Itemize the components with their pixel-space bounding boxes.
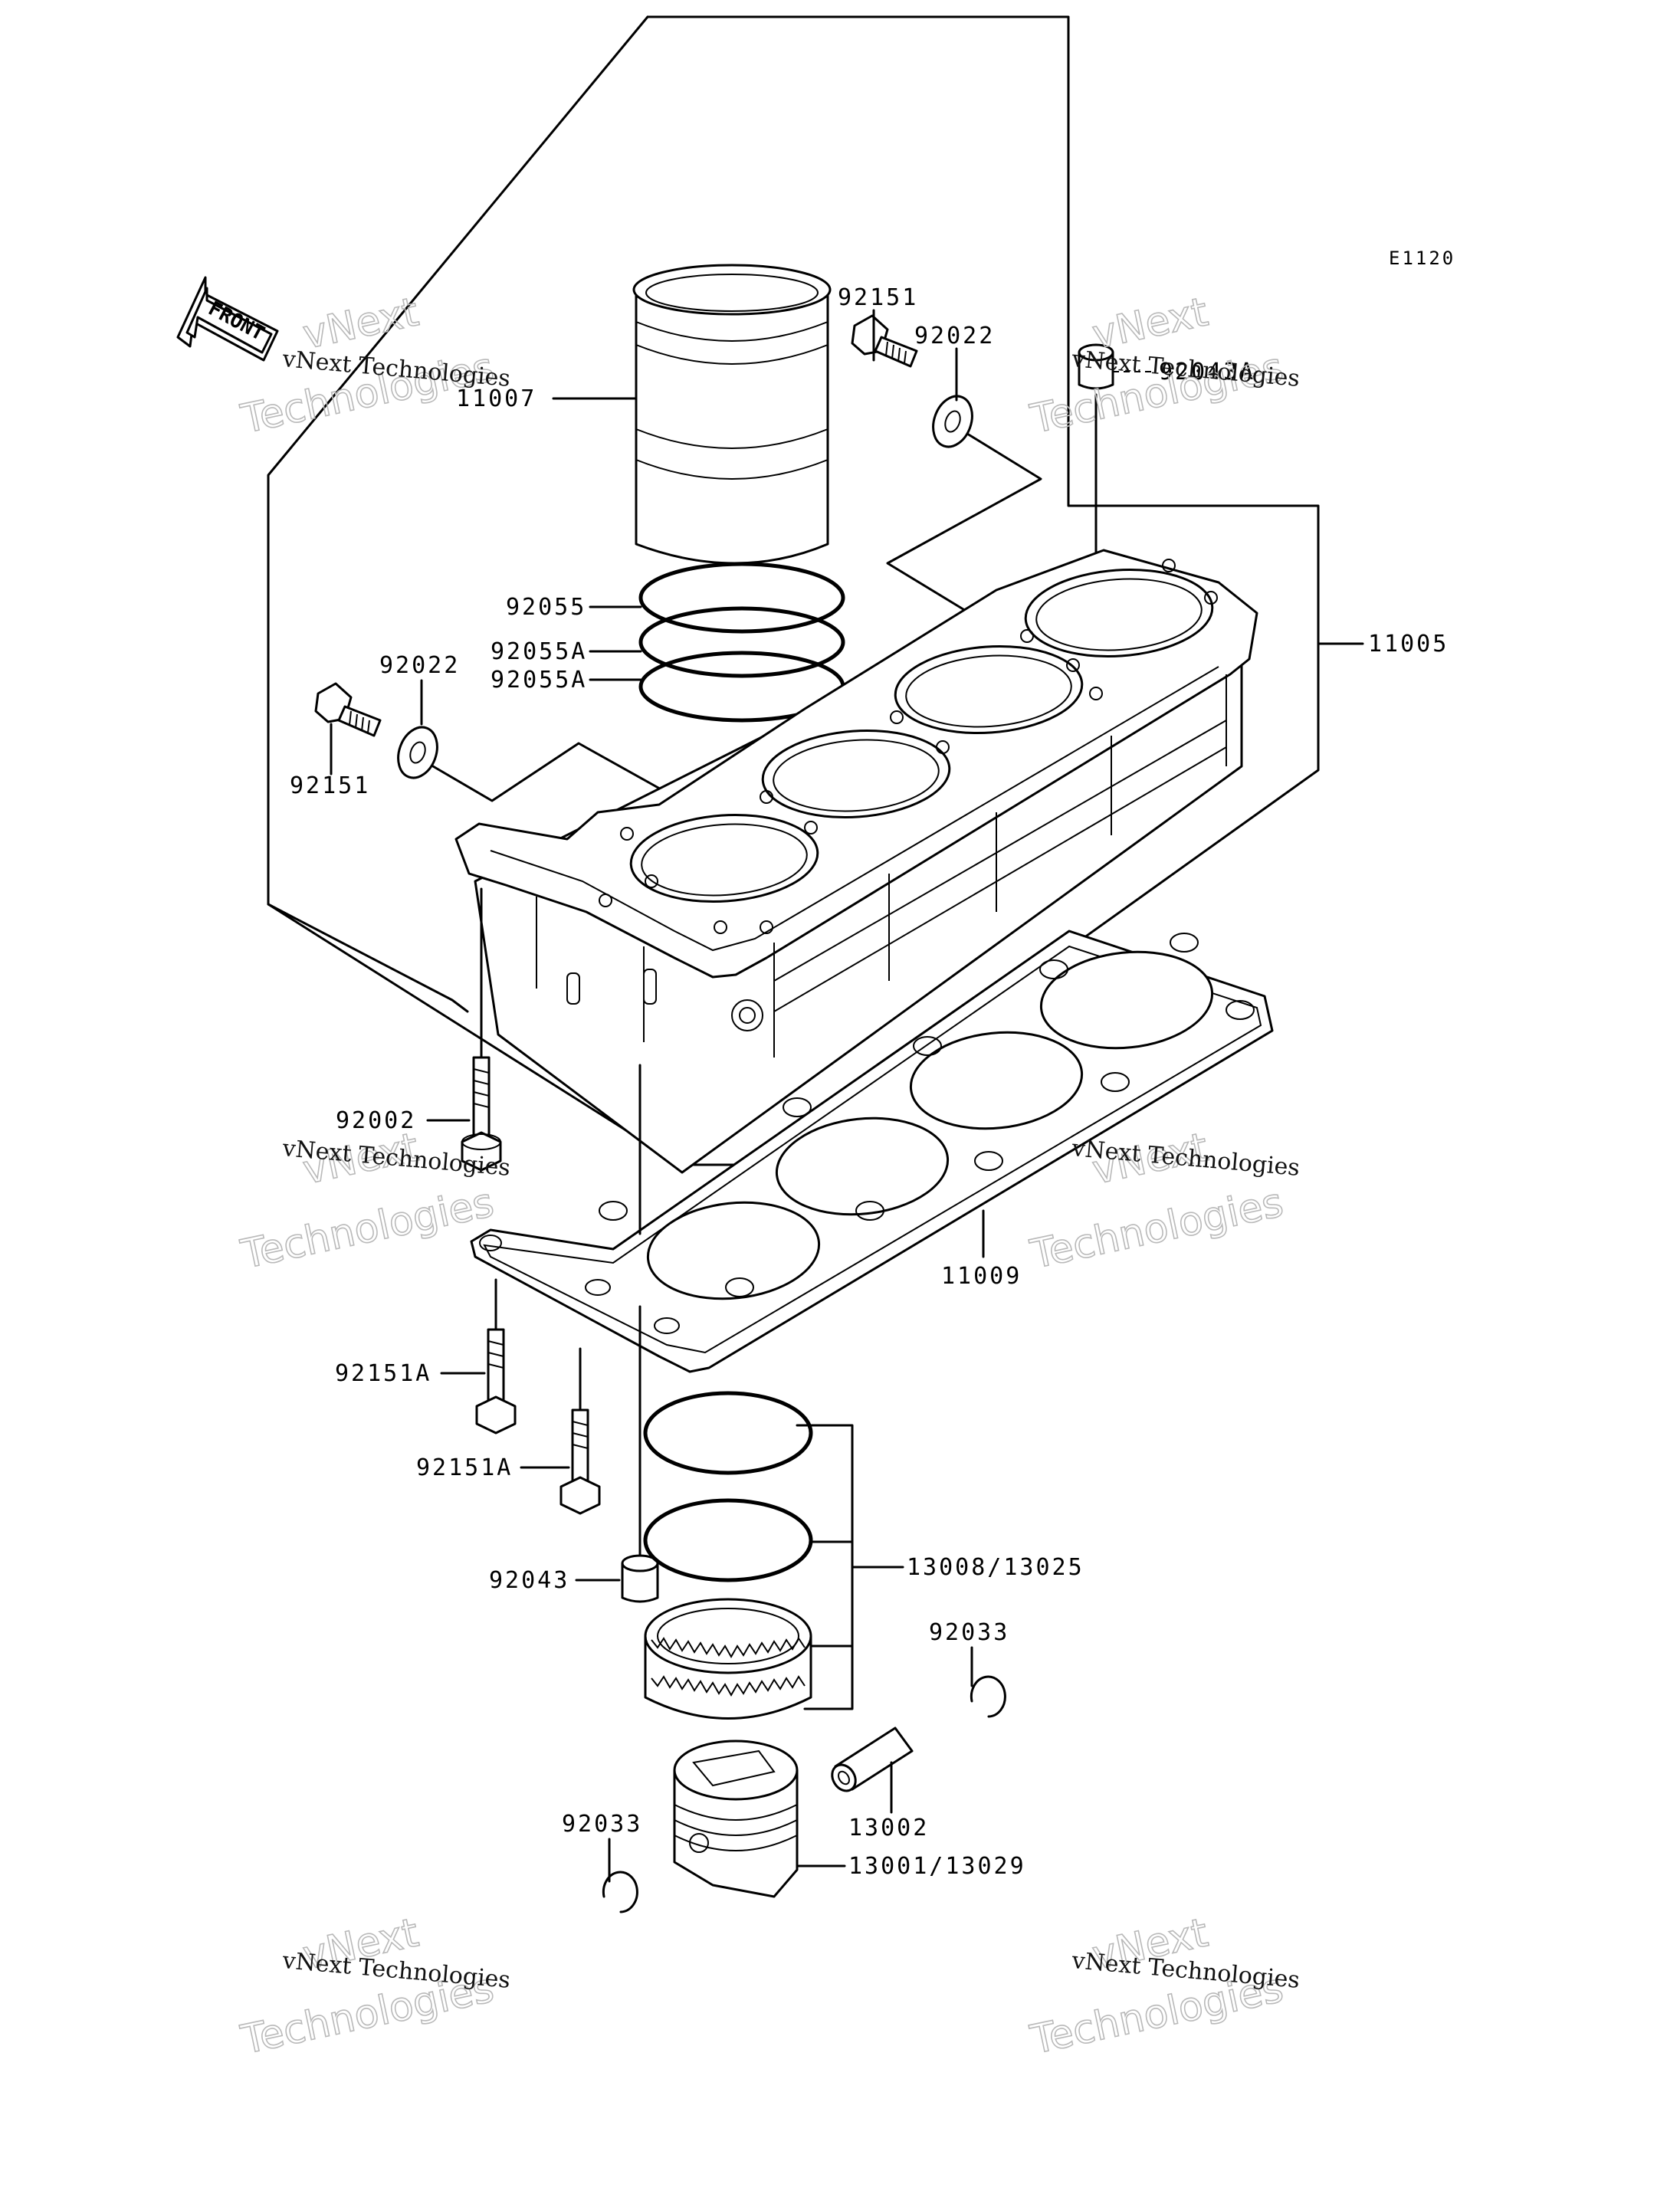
piston-13001-13029 xyxy=(673,1740,799,1898)
part-label-92033-left: 92033 xyxy=(562,1811,642,1838)
bolt-92151A-1 xyxy=(475,1328,517,1435)
part-label-92022-left: 92022 xyxy=(379,652,460,679)
circlip-92033-right xyxy=(970,1675,1006,1718)
bolt-92002 xyxy=(461,1056,502,1172)
piston-pin-13002 xyxy=(831,1726,914,1792)
part-label-13001-13029: 13001/13029 xyxy=(848,1853,1026,1880)
bolt-92151-left xyxy=(314,682,382,737)
gasket-11009 xyxy=(470,930,1274,1373)
watermark-bottom-left: vNext Technologies vNext Technologies xyxy=(236,1910,511,2064)
part-label-92151A-2: 92151A xyxy=(416,1454,513,1481)
piston-rings-top xyxy=(638,562,845,723)
dowel-92043A xyxy=(1078,343,1114,390)
part-label-92055A-1: 92055A xyxy=(491,638,587,665)
piston-rings-lower xyxy=(643,1391,813,1720)
part-label-11005: 11005 xyxy=(1368,631,1449,657)
dowel-92043 xyxy=(621,1554,659,1603)
watermark-bottom-right: vNext Technologies vNext Technologies xyxy=(1025,1910,1301,2064)
part-label-11009: 11009 xyxy=(941,1263,1022,1290)
part-label-92022-top: 92022 xyxy=(914,323,995,349)
bolt-92151A-2 xyxy=(559,1408,601,1515)
part-label-13002: 13002 xyxy=(848,1815,929,1841)
part-label-92151-top: 92151 xyxy=(838,284,918,311)
watermark-top-left: vNext Technologies vNext Technologies xyxy=(236,289,511,444)
part-label-92043: 92043 xyxy=(489,1567,569,1594)
svg-text:Technologies: Technologies xyxy=(237,1180,497,1278)
washer-92022-top xyxy=(932,395,973,448)
bolt-92151-top xyxy=(851,314,918,368)
cylinder-sleeve-11007 xyxy=(632,264,832,565)
svg-text:Technologies: Technologies xyxy=(1026,1180,1287,1278)
part-label-92151A-1: 92151A xyxy=(335,1360,431,1387)
part-label-92151-left: 92151 xyxy=(290,772,370,799)
part-label-92033-right: 92033 xyxy=(929,1619,1009,1646)
front-arrow-icon: FRONT xyxy=(176,276,279,362)
part-label-92055: 92055 xyxy=(506,594,586,621)
washer-92022-left xyxy=(397,726,438,779)
part-label-92055A-2: 92055A xyxy=(491,667,587,694)
part-label-13008-13025: 13008/13025 xyxy=(907,1554,1084,1581)
circlip-92033-left xyxy=(602,1871,638,1913)
diagram-code: E1120 xyxy=(1389,248,1455,269)
part-label-92043A: 92043A xyxy=(1159,359,1255,385)
cylinder-block-11005 xyxy=(454,549,1258,1174)
part-label-92002: 92002 xyxy=(336,1107,416,1134)
part-label-11007: 11007 xyxy=(456,385,536,412)
